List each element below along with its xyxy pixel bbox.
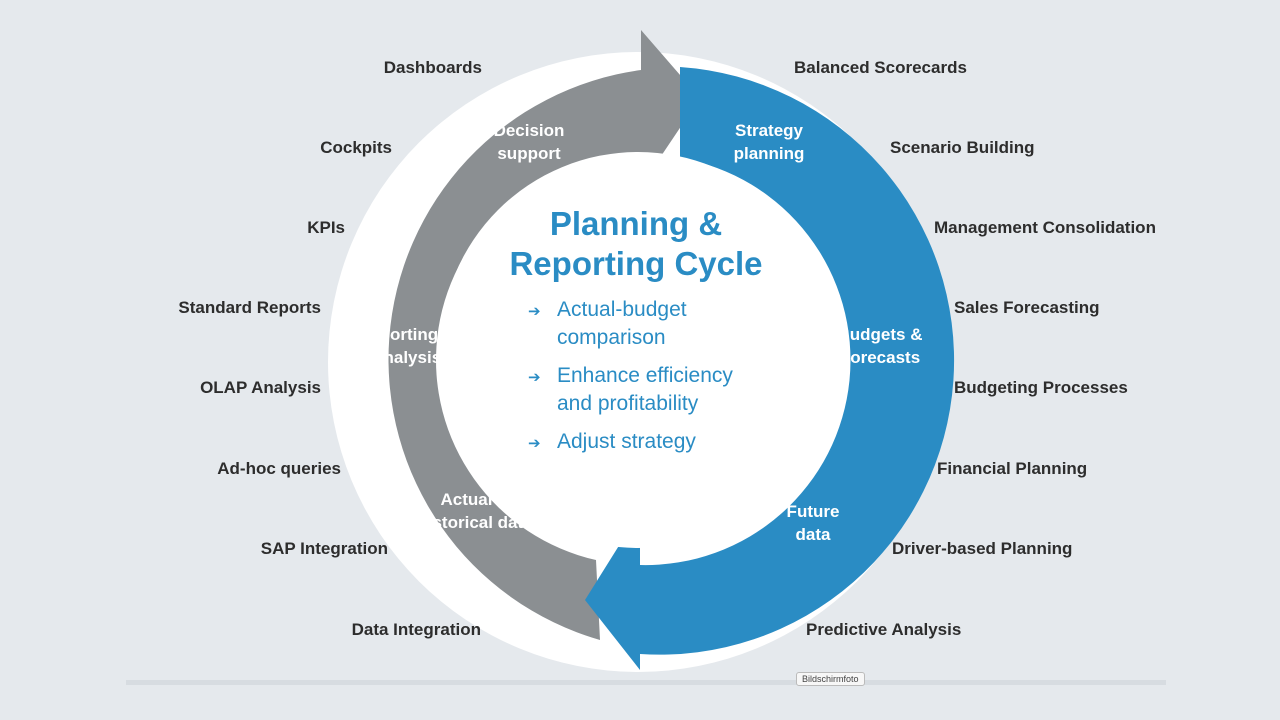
left-item-dashboards: Dashboards (383, 58, 482, 77)
arrow-right-icon: ➔ (528, 435, 541, 452)
bottom-bar (126, 680, 1166, 685)
right-item-budgeting-processes: Budgeting Processes (954, 378, 1128, 397)
bullet-item: ➔ Actual-budget comparison (528, 298, 687, 349)
left-item-sap-integration: SAP Integration (260, 539, 388, 558)
gray-cycle-arrow (388, 30, 700, 640)
left-item-kpis: KPIs (307, 218, 345, 237)
left-item-cockpits: Cockpits (320, 138, 392, 157)
blue-cycle-arrow (585, 67, 955, 670)
arc-label-future-data: Future data (786, 502, 840, 544)
arrow-right-icon: ➔ (528, 303, 541, 320)
right-item-balanced-scorecards: Balanced Scorecards (794, 58, 967, 77)
right-item-predictive-analysis: Predictive Analysis (806, 620, 962, 639)
arc-label-actual-historical: Actual & historical data (417, 490, 533, 532)
center-bullet-list: ➔ Actual-budget comparison ➔ Enhance eff… (528, 296, 788, 466)
right-edge-clip (1166, 0, 1280, 720)
center-title: Planning & Reporting Cycle (509, 205, 763, 282)
bullet-item: ➔ Enhance efficiency and profitability (528, 364, 733, 415)
right-item-driver-based-planning: Driver-based Planning (892, 539, 1073, 558)
arc-label-budgets-forecasts: Budgets & Forecasts (837, 325, 923, 367)
arc-label-reporting-analysis: Reporting & Analysis (354, 325, 442, 367)
right-item-management-consolidation: Management Consolidation (934, 218, 1156, 237)
left-item-olap-analysis: OLAP Analysis (200, 378, 321, 397)
screenshot-stamp: Bildschirmfoto (796, 672, 865, 686)
left-item-ad-hoc-queries: Ad-hoc queries (217, 459, 341, 478)
arc-label-strategy-planning: Strategy planning (733, 121, 805, 163)
right-item-scenario-building: Scenario Building (890, 138, 1035, 157)
arrow-right-icon: ➔ (528, 369, 541, 386)
inner-disc (440, 152, 836, 548)
bullet-item: ➔ Adjust strategy (528, 428, 788, 456)
right-item-financial-planning: Financial Planning (937, 459, 1088, 478)
left-item-data-integration: Data Integration (351, 620, 481, 639)
right-item-sales-forecasting: Sales Forecasting (954, 298, 1100, 317)
arc-label-decision-support: Decision support (493, 121, 565, 163)
left-item-standard-reports: Standard Reports (178, 298, 321, 317)
